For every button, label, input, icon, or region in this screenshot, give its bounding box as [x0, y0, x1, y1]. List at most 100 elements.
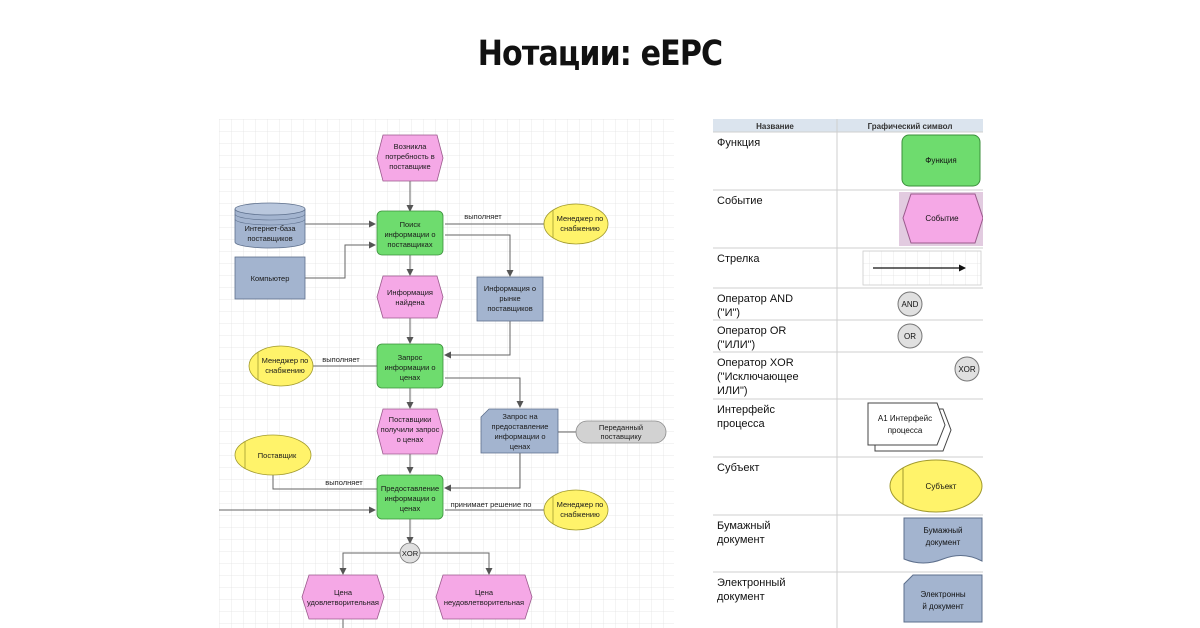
event-start-line-2: потребность в: [385, 152, 435, 161]
legend-event-symbol: [902, 193, 983, 244]
function-search-shape: [376, 210, 444, 256]
legend-interface-symbol-line-2: процесса: [888, 426, 923, 435]
legend-and-symbol: [897, 291, 923, 317]
function-search-line-1: Поиск: [400, 220, 422, 229]
edoc-request-shape: [480, 408, 559, 454]
subject-supplier-shape: [234, 434, 312, 476]
tech-computer-shape: [234, 256, 306, 300]
function-request-line-2: информации о: [384, 363, 435, 372]
function-request: Запрос информации о ценах: [376, 343, 444, 389]
database-internet: Интернет-база поставщиков: [234, 202, 306, 249]
legend-and-name-line-1: Оператор AND: [717, 293, 793, 305]
legend-event-name: Событие: [717, 195, 763, 207]
function-search-line-3: поставщиках: [387, 240, 432, 249]
legend-xor-name-line-2: ("Исключающее: [717, 371, 799, 383]
epc-diagram-canvas: Возникла потребность в поставщике Интерн…: [219, 119, 674, 628]
subject-manager-3: Менеджер по снабжению: [543, 489, 609, 531]
event-price-ok-line-1: Цена: [334, 588, 353, 597]
epc-diagram: Возникла потребность в поставщике Интерн…: [219, 119, 674, 628]
legend-xor-symbol: [954, 356, 980, 382]
legend-header-bg: [713, 119, 983, 132]
edge-label-performs-3: выполняет: [325, 478, 363, 487]
event-start-shape: [376, 134, 444, 182]
subject-supplier-label: Поставщик: [258, 451, 297, 460]
document-market-info-line-3: поставщиков: [487, 304, 532, 313]
edoc-request-line-1: Запрос на: [502, 412, 538, 421]
legend-header-symbol: Графический символ: [868, 122, 953, 131]
document-market-info: Информация о рынке поставщиков: [476, 276, 544, 322]
database-internet-body: [234, 209, 306, 249]
legend-paper-doc-symbol-line-2: документ: [926, 538, 961, 547]
legend-e-doc-name-line-1: Электронный: [717, 577, 786, 589]
legend-table-canvas: Название Графический символ Функция Функ…: [713, 119, 983, 628]
state-sent-line-1: Переданный: [599, 423, 643, 432]
function-provide-line-2: информации о: [384, 494, 435, 503]
event-price-not-ok-shape: [435, 574, 533, 620]
connector-xor-to-not-ok: [420, 552, 493, 575]
legend-e-doc-symbol-line-2: й документ: [922, 602, 964, 611]
subject-manager-1-shape: [543, 203, 609, 245]
event-found-line-2: найдена: [395, 298, 425, 307]
subject-manager-2: Менеджер по снабжению: [248, 345, 314, 387]
subject-manager-1-line-2: снабжению: [560, 224, 600, 233]
connector-computer-to-search: [305, 241, 376, 279]
legend-table: Название Графический символ Функция Функ…: [713, 119, 983, 628]
edoc-request-line-4: ценах: [510, 442, 531, 451]
event-found-line-1: Информация: [387, 288, 433, 297]
subject-manager-2-shape: [248, 345, 314, 387]
legend-e-doc-symbol-line-1: Электронны: [920, 590, 966, 599]
legend-interface-symbol: [867, 402, 946, 446]
legend-xor-name-line-1: Оператор XOR: [717, 357, 794, 369]
edge-label-decides: принимает решение по: [451, 500, 532, 509]
event-received-line-3: о ценах: [397, 435, 424, 444]
legend-or-symbol-label: OR: [904, 332, 916, 341]
edge-label-performs-2: выполняет: [322, 355, 360, 364]
event-price-ok-line-2: удовлетворительная: [307, 598, 379, 607]
legend-xor-symbol-label: XOR: [958, 365, 976, 374]
tech-computer: Компьютер: [234, 256, 306, 300]
function-request-line-3: ценах: [400, 373, 421, 382]
edoc-request: Запрос на предоставление информации о це…: [480, 408, 559, 454]
connector-supplier-to-provide: [272, 475, 377, 490]
function-search: Поиск информации о поставщиках: [376, 210, 444, 256]
legend-event-symbol-label: Событие: [925, 214, 959, 223]
connector-market-to-request: [444, 321, 511, 359]
document-market-info-line-2: рынке: [499, 294, 520, 303]
legend-subject-symbol-label: Субъект: [926, 482, 957, 491]
event-start-line-1: Возникла: [394, 142, 428, 151]
legend-or-name-line-2: ("ИЛИ"): [717, 339, 755, 351]
function-provide: Предоставление информации о ценах: [376, 474, 444, 520]
legend-function-symbol-label: Функция: [925, 156, 956, 165]
legend-e-doc-name-line-2: документ: [717, 591, 765, 603]
event-found-shape: [376, 275, 444, 319]
legend-interface-symbol-line-1: A1 Интерфейс: [878, 414, 932, 423]
edoc-request-line-3: информации о: [494, 432, 545, 441]
legend-interface-name-line-2: процесса: [717, 418, 765, 430]
legend-function-symbol: [901, 134, 981, 187]
database-internet-rings: [234, 213, 306, 226]
legend-arrow-name: Стрелка: [717, 253, 760, 265]
tech-computer-label: Компьютер: [251, 274, 290, 283]
event-received-shape: [376, 408, 444, 455]
event-price-ok-shape: [301, 574, 385, 620]
database-internet-line-1: Интернет-база: [244, 224, 296, 233]
database-internet-top: [234, 202, 306, 216]
state-sent: Переданный поставщику: [575, 420, 667, 444]
connectors: [219, 181, 576, 628]
legend-paper-doc-symbol: [903, 517, 983, 564]
connector-request-to-edoc: [445, 377, 524, 408]
operator-xor: XOR: [399, 542, 421, 564]
state-sent-shape: [575, 420, 667, 444]
event-price-not-ok: Цена неудовлетворительная: [435, 574, 533, 620]
operator-xor-shape: [399, 542, 421, 564]
edge-label-performs-1: выполняет: [464, 212, 502, 221]
event-price-not-ok-line-1: Цена: [475, 588, 494, 597]
legend-xor-name-line-3: ИЛИ"): [717, 385, 748, 397]
function-request-shape: [376, 343, 444, 389]
legend-subject-name: Субъект: [717, 462, 759, 474]
document-market-info-shape: [476, 276, 544, 322]
legend-and-name-line-2: ("И"): [717, 307, 740, 319]
event-received-line-1: Поставщики: [389, 415, 432, 424]
legend-paper-doc-name-line-1: Бумажный: [717, 520, 771, 532]
subject-manager-1-line-1: Менеджер по: [557, 214, 604, 223]
